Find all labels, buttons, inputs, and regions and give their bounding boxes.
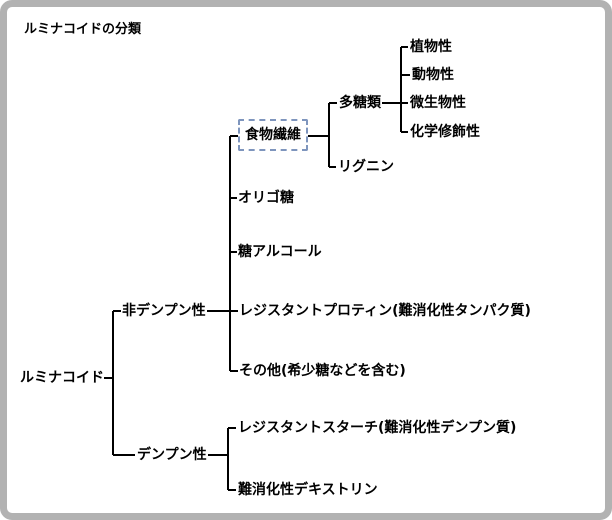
node-sugar-alcohol: 糖アルコール xyxy=(238,244,322,260)
connector-dietary-fiber-bracket xyxy=(308,102,337,168)
node-polysaccharide: 多糖類 xyxy=(339,95,381,111)
connector-polysaccharide-bracket xyxy=(382,46,410,133)
node-resistant-starch: レジスタントスターチ(難消化性デンプン質) xyxy=(238,420,517,436)
connector-root-bracket xyxy=(104,310,135,456)
node-chemically-modified: 化学修飾性 xyxy=(410,124,480,140)
tree-connectors xyxy=(104,46,410,491)
node-lignin: リグニン xyxy=(338,159,394,175)
node-non-starch: 非デンプン性 xyxy=(122,303,206,319)
node-starch: デンプン性 xyxy=(137,447,207,463)
node-indigestible-dextrin: 難消化性デキストリン xyxy=(238,482,378,498)
node-microbial: 微生物性 xyxy=(410,95,466,111)
connector-starch-bracket xyxy=(208,427,236,491)
connector-non-starch-bracket xyxy=(207,135,238,372)
node-others: その他(希少糖などを含む) xyxy=(239,363,406,379)
node-resistant-protein: レジスタントプロティン(難消化性タンパク質) xyxy=(239,303,531,319)
dietary-fiber-selection-box[interactable]: 食物繊維 xyxy=(238,119,308,151)
node-oligosaccharide: オリゴ糖 xyxy=(238,190,294,206)
node-plant: 植物性 xyxy=(410,39,452,55)
node-dietary-fiber: 食物繊維 xyxy=(245,127,301,143)
node-animal: 動物性 xyxy=(412,67,454,83)
diagram-title: ルミナコイドの分類 xyxy=(24,22,142,37)
node-luminacoid: ルミナコイド xyxy=(20,370,104,386)
